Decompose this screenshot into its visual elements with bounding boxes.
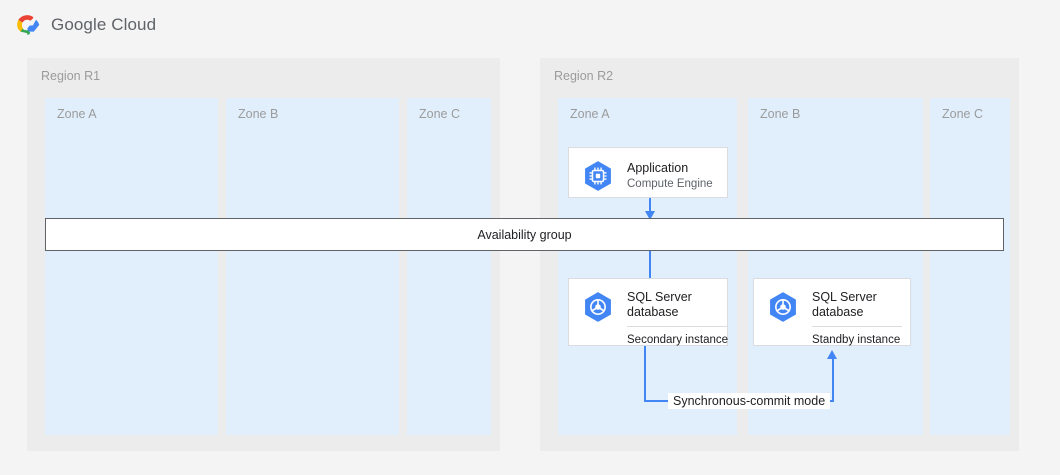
sql-server-database-icon bbox=[585, 292, 611, 322]
google-cloud-logo-icon bbox=[17, 15, 40, 35]
node-subtitle: Compute Engine bbox=[627, 177, 713, 190]
availability-group-bar[interactable]: Availability group bbox=[45, 218, 1004, 251]
connector-app-to-availability-group bbox=[640, 190, 660, 222]
zone-r2-c-label: Zone C bbox=[942, 107, 983, 121]
node-instance-role: Secondary instance bbox=[627, 334, 729, 346]
node-sql-server-secondary[interactable]: SQL Server database Secondary instance bbox=[568, 278, 729, 346]
zone-r2-b: Zone B bbox=[748, 98, 923, 435]
brand-title: Google Cloud bbox=[51, 15, 157, 34]
connector-line-left bbox=[644, 346, 646, 402]
node-application-compute-engine[interactable]: Application Compute Engine bbox=[568, 147, 728, 198]
region-r1-label: Region R1 bbox=[41, 69, 101, 83]
node-title: SQL Server database bbox=[812, 290, 877, 319]
availability-group-label: Availability group bbox=[477, 227, 572, 242]
node-title: Application bbox=[627, 161, 689, 175]
node-instance-role: Standby instance bbox=[812, 334, 901, 346]
zone-r1-b: Zone B bbox=[226, 98, 399, 435]
architecture-diagram: Region R1 Zone A Zone B Zone C Region R2… bbox=[0, 50, 1060, 475]
zone-r1-a-label: Zone A bbox=[57, 107, 97, 121]
zone-r1-c-label: Zone C bbox=[419, 107, 460, 121]
card-divider bbox=[812, 326, 902, 327]
zone-r2-a-label: Zone A bbox=[570, 107, 610, 121]
zone-r1-b-label: Zone B bbox=[238, 107, 279, 121]
connector-line bbox=[649, 190, 651, 214]
arrow-down-icon bbox=[644, 211, 655, 220]
synchronous-commit-label: Synchronous-commit mode bbox=[668, 393, 831, 409]
zone-r1-a: Zone A bbox=[45, 98, 218, 435]
compute-engine-icon bbox=[585, 161, 611, 191]
zone-r1-c: Zone C bbox=[407, 98, 491, 435]
zone-r2-c: Zone C bbox=[930, 98, 1010, 435]
sql-server-database-icon bbox=[770, 292, 796, 322]
node-sql-server-standby[interactable]: SQL Server database Standby instance bbox=[753, 278, 911, 346]
connector-line bbox=[649, 250, 651, 282]
connector-line-right bbox=[832, 358, 834, 402]
zone-r2-b-label: Zone B bbox=[760, 107, 801, 121]
app-header: Google Cloud bbox=[0, 0, 1060, 50]
card-divider bbox=[627, 326, 729, 327]
arrow-up-icon bbox=[827, 350, 837, 359]
node-title: SQL Server database bbox=[627, 290, 692, 319]
region-r2-label: Region R2 bbox=[554, 69, 614, 83]
